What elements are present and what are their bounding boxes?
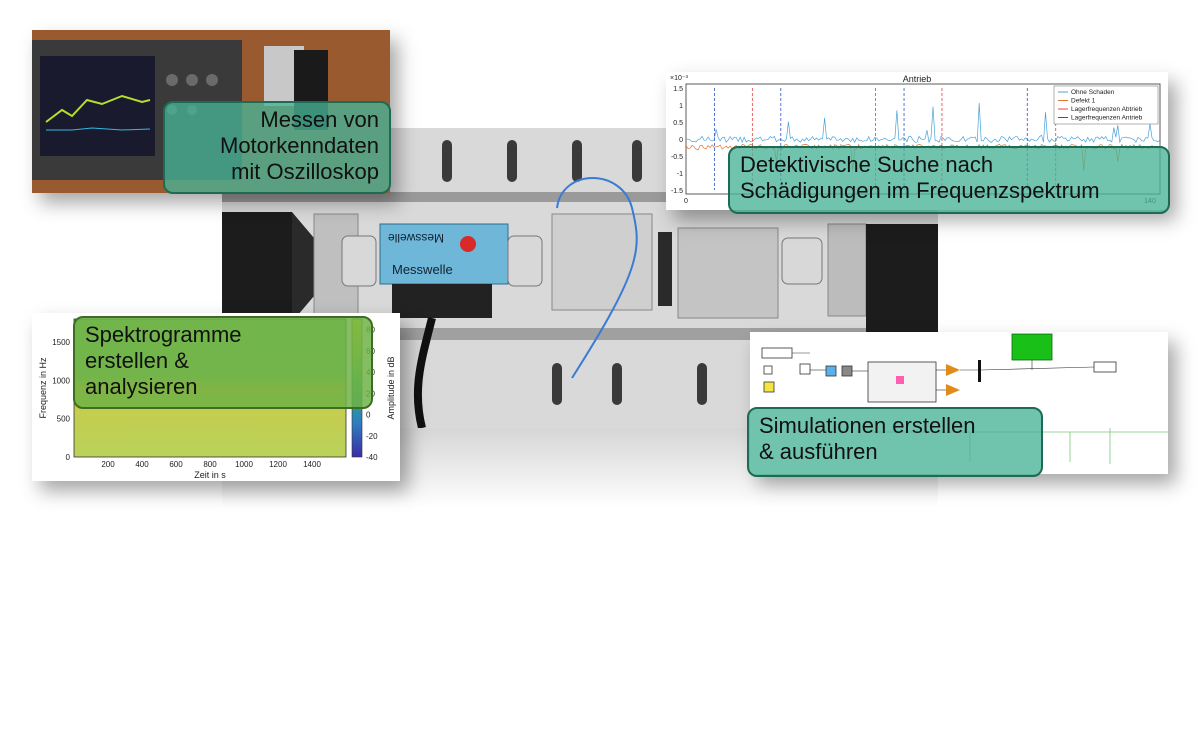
y-tick-label: -0.5 [671,154,683,161]
y-tick-label: 0 [679,137,683,144]
y-axis-label: Frequenz in Hz [38,357,48,419]
sensor-cable [556,177,638,379]
y-tick-label: 1.5 [673,86,683,93]
x-tick-label: 200 [101,460,115,469]
x-tick-label: 600 [169,460,183,469]
y-tick-label: 500 [57,415,71,424]
x-tick-label: 400 [135,460,149,469]
caption-line: Simulationen erstellen [759,413,976,438]
caption-oscilloscope: Messen von Motorkenndaten mit Oszillosko… [163,101,391,194]
y-exponent-label: ×10⁻³ [670,75,689,82]
chart-title: Antrieb [903,74,932,84]
colorbar-tick-label: 0 [366,411,371,420]
gain-block [825,365,837,377]
caption-spectrogram: Spektrogramme erstellen & analysieren [73,316,373,409]
colorbar-tick-label: -40 [366,453,378,462]
sensor-label-top: Messwelle [388,231,444,245]
torque-sensor: Messwelle Messwelle [379,223,509,318]
legend-entry: Lagerfrequenzen Antrieb [1071,115,1143,122]
caption-spectrum: Detektivische Suche nach Schädigungen im… [728,146,1170,214]
y-tick-label: 1000 [52,376,70,385]
sensor-label-bottom: Messwelle [392,262,453,277]
right-motor [866,224,938,334]
caption-line: Messen von [260,107,379,132]
x-tick-label: 0 [684,198,688,205]
oscilloscope-screen [40,56,155,156]
x-tick-label: 1200 [269,460,287,469]
x-tick-label: 800 [203,460,217,469]
x-axis-label: Zeit in s [194,470,226,480]
x-ticks: 200 400 600 800 1000 1200 1400 [101,460,321,469]
caption-line: mit Oszilloskop [231,159,379,184]
constant-block [763,381,775,393]
y-ticks: 1500 1000 500 0 [52,338,70,462]
caption-line: Spektrogramme [85,322,242,347]
y-tick-label: -1.5 [671,188,683,195]
legend-entry: Lagerfrequenzen Abtrieb [1071,106,1143,113]
legend-box [1053,85,1159,125]
caption-line: Detektivische Suche nach [740,152,994,177]
caption-line: Motorkenndaten [220,133,379,158]
caption-line: analysieren [85,374,198,399]
x-tick-label: 1000 [235,460,253,469]
y-tick-label: 1 [679,103,683,110]
x-tick-label: 1400 [303,460,321,469]
caption-line: erstellen & [85,348,189,373]
y-tick-label: -1 [677,171,683,178]
colorbar-label: Amplitude in dB [386,356,396,419]
left-motor [222,212,292,322]
legend-entry: Ohne Schaden [1071,89,1115,96]
gear [658,232,672,306]
scope-block [1011,333,1053,361]
y-tick-label: 0 [66,453,71,462]
y-tick-label: 1500 [52,338,70,347]
series-ohne-schaden [685,102,1161,144]
source-block [761,347,793,359]
caption-line: Schädigungen im Frequenzspektrum [740,178,1100,203]
legend-entry: Defekt 1 [1071,98,1096,105]
caption-line: & ausführen [759,439,878,464]
colorbar-tick-label: -20 [366,432,378,441]
y-ticks: 1.5 1 0.5 0 -0.5 -1 -1.5 [671,86,683,195]
caption-simulation: Simulationen erstellen & ausführen [747,407,1043,477]
y-tick-label: 0.5 [673,120,683,127]
